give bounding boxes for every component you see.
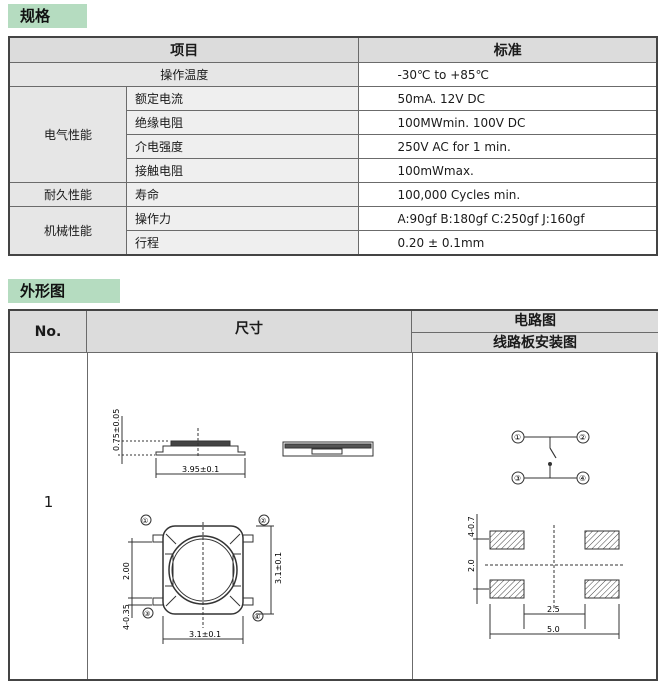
header-no: No. bbox=[10, 311, 87, 353]
pin-marker bbox=[252, 610, 264, 622]
table-row: 行程 0.20 ± 0.1mm bbox=[9, 230, 658, 256]
row-value-temp: -30℃ to +85℃ bbox=[358, 62, 658, 87]
row-label-force: 操作力 bbox=[125, 206, 360, 231]
row-label-travel: 行程 bbox=[125, 230, 360, 256]
table-row: 操作温度 -30℃ to +85℃ bbox=[8, 62, 658, 87]
dim-width-side: 3.95±0.1 bbox=[182, 465, 219, 474]
table-row: 电气性能 额定电流 50mA. 12V DC bbox=[8, 86, 658, 183]
pcb-dim-2-5: 2.5 bbox=[547, 605, 560, 614]
table-row: 耐久性能 寿命 100,000 Cycles min. bbox=[8, 182, 658, 207]
pin-label-3: ③ bbox=[144, 610, 150, 618]
row-label-dielectric: 介电强度 bbox=[125, 134, 360, 159]
header-item: 项目 bbox=[8, 36, 360, 63]
row-value-rated-current: 50mA. 12V DC bbox=[358, 86, 658, 111]
column-divider bbox=[412, 353, 413, 679]
section-tag-spec: 规格 bbox=[8, 4, 87, 28]
pcb-dim-4-07: 4-0.7 bbox=[467, 516, 476, 537]
row-label-contact: 接触电阻 bbox=[125, 158, 360, 183]
pcb-dim-5-0: 5.0 bbox=[547, 625, 560, 634]
row-number: 1 bbox=[43, 493, 54, 511]
category-mechanical: 机械性能 bbox=[8, 206, 127, 256]
circuit-pin-label-1: ① bbox=[514, 433, 521, 442]
pcb-dim-2-0: 2.0 bbox=[467, 559, 476, 572]
row-value-travel: 0.20 ± 0.1mm bbox=[358, 230, 658, 256]
pcb-pad bbox=[489, 530, 525, 550]
pin-marker bbox=[140, 514, 152, 526]
table-row: 绝缘电阻 100MWmin. 100V DC bbox=[9, 110, 658, 135]
spec-header-row: 项目 标准 bbox=[8, 36, 658, 63]
circuit-pin-label-2: ② bbox=[579, 433, 586, 442]
shape-table: No. 尺寸 电路图 线路板安装图 1 bbox=[8, 309, 658, 681]
row-value-insulation: 100MWmin. 100V DC bbox=[358, 110, 658, 135]
pcb-pad bbox=[584, 530, 620, 550]
row-label-rated-current: 额定电流 bbox=[125, 86, 360, 111]
table-row: 接触电阻 100mWmax. bbox=[9, 158, 658, 183]
circuit-pin-label-3: ③ bbox=[514, 474, 521, 483]
table-row: 机械性能 操作力 A:90gf B:180gf C:250gf J:160gf bbox=[8, 206, 658, 256]
row-label-insulation: 绝缘电阻 bbox=[125, 110, 360, 135]
dim-2-00: 2.00 bbox=[122, 562, 131, 580]
top-view-lead bbox=[152, 597, 164, 606]
row-label-life: 寿命 bbox=[125, 182, 360, 207]
row-value-force: A:90gf B:180gf C:250gf J:160gf bbox=[358, 206, 658, 231]
dim-4-035: 4-0.35 bbox=[122, 604, 131, 630]
column-divider bbox=[87, 353, 88, 679]
top-view-lead bbox=[242, 597, 254, 606]
pcb-pad bbox=[489, 579, 525, 599]
pin-label-1: ① bbox=[142, 517, 148, 525]
top-view-lead bbox=[242, 534, 254, 543]
dim-height: 0.75±0.05 bbox=[112, 409, 121, 451]
pin-label-4: ④ bbox=[254, 613, 260, 621]
header-circuit: 电路图 bbox=[412, 311, 658, 333]
header-circuit-group: 电路图 线路板安装图 bbox=[412, 311, 658, 353]
header-size: 尺寸 bbox=[87, 311, 412, 353]
row-value-contact: 100mWmax. bbox=[358, 158, 658, 183]
circuit-pcb-drawing: ① ② ③ ④ 4-0.7 2.0 2.5 5.0 bbox=[467, 430, 623, 639]
category-electrical: 电气性能 bbox=[8, 86, 127, 183]
side-view-body bbox=[170, 440, 231, 447]
top-view-lead bbox=[152, 534, 164, 543]
pcb-pad bbox=[584, 579, 620, 599]
pin-marker bbox=[142, 607, 154, 619]
section-tag-shape: 外形图 bbox=[8, 279, 120, 303]
row-value-dielectric: 250V AC for 1 min. bbox=[358, 134, 658, 159]
pin-label-2: ② bbox=[260, 517, 266, 525]
dim-3-1-vertical: 3.1±0.1 bbox=[274, 552, 283, 584]
spec-table: 项目 标准 操作温度 -30℃ to +85℃ 电气性能 额定电流 50mA. … bbox=[8, 36, 658, 256]
header-pcb: 线路板安装图 bbox=[493, 335, 577, 351]
dimension-drawing: 0.75±0.05 3.95±0.1 2.00 3.1±0.1 3.1±0.1 … bbox=[112, 409, 374, 644]
category-durability: 耐久性能 bbox=[8, 182, 127, 207]
row-value-life: 100,000 Cycles min. bbox=[358, 182, 658, 207]
pin-marker bbox=[258, 514, 270, 526]
row-label-temp: 操作温度 bbox=[8, 62, 360, 87]
dim-3-1-horizontal: 3.1±0.1 bbox=[189, 630, 221, 639]
header-standard: 标准 bbox=[358, 36, 658, 63]
circuit-pin-label-4: ④ bbox=[579, 474, 586, 483]
